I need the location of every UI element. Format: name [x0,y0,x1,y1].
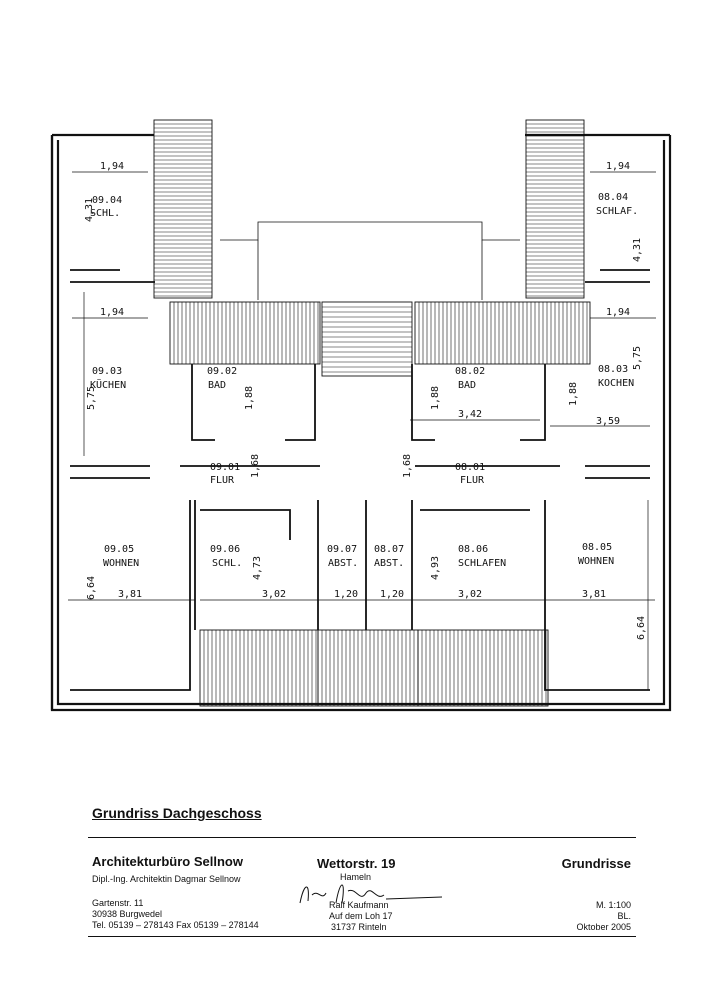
office-phone: Tel. 05139 – 278143 Fax 05139 – 278144 [92,920,259,930]
dim-label: 3,81 [582,589,606,600]
dim-label: 4,93 [430,556,441,580]
dim-label: 3,59 [596,416,620,427]
office-street: Gartenstr. 11 [92,898,144,908]
room-id: 09.07 [327,544,357,555]
title-block-rule-top [88,837,636,838]
room-id: 08.02 [455,366,485,377]
room-name: KÜCHEN [90,378,126,391]
room-id: 08.05 [582,542,612,553]
architect-name: Dipl.-Ing. Architektin Dagmar Sellnow [92,874,241,884]
room-name: WOHNEN [578,556,614,567]
project-address: Wettorstr. 19 [317,856,396,871]
drawing-title: Grundriss Dachgeschoss [92,805,262,821]
dim-label: 4,31 [84,198,95,222]
room-id: 08.07 [374,544,404,555]
sheet-number: BL. [617,911,631,921]
dim-label: 1,88 [430,386,441,410]
dim-label: 6,64 [636,616,647,640]
room-id: 08.03 [598,364,628,375]
dim-label: 3,81 [118,589,142,600]
dim-label: 3,42 [458,409,482,420]
room-name: BAD [458,380,476,391]
dim-label: 1,68 [250,454,261,478]
room-name: KOCHEN [598,378,634,389]
stair-hatching [154,123,588,706]
office-name: Architekturbüro Sellnow [92,854,243,869]
title-block-rule-bottom [88,936,636,937]
dim-label: 5,75 [86,386,97,410]
signature [299,884,443,904]
room-name: WOHNEN [103,558,139,569]
dimensions: 1,94 4,31 1,94 5,75 1,88 1,68 6,64 3,81 … [84,161,647,640]
roof-hatch-top-left [169,301,321,365]
room-id: 09.01 [210,462,240,473]
room-id: 09.03 [92,366,122,377]
room-name: FLUR [460,475,485,486]
room-name: SCHL. [212,558,242,569]
dim-label: 4,73 [252,556,263,580]
floor-plan: 09.04 SCHL. 09.03 KÜCHEN 09.02 BAD 09.01… [50,119,672,712]
dim-label: 1,68 [402,454,413,478]
room-id: 09.06 [210,544,240,555]
interior-walls-left [70,269,367,691]
rooms-right: 08.07 ABST. 08.06 SCHLAFEN 08.05 WOHNEN … [374,192,638,569]
room-name: ABST. [328,558,358,569]
interior-walls-right [411,269,650,691]
sheet-type: Grundrisse [561,856,631,871]
room-name: SCHL. [90,208,120,219]
dim-label: 3,02 [458,589,482,600]
project-city: Hameln [340,872,372,882]
dim-label: 5,75 [632,346,643,370]
dim-label: 1,94 [606,307,630,318]
room-name: BAD [208,380,226,391]
room-id: 08.04 [598,192,628,203]
room-id: 08.01 [455,462,485,473]
roof-hatch-top-right [414,301,591,365]
room-id: 09.04 [92,195,122,206]
dim-label: 6,64 [86,576,97,600]
room-id: 08.06 [458,544,488,555]
roof-outline [220,221,520,241]
dimension-lines [68,171,656,690]
roof-hatch-bottom-mid [317,629,419,707]
scale: M. 1:100 [595,900,631,910]
room-name: ABST. [374,558,404,569]
stair-center [321,301,413,377]
office-city: 30938 Burgwedel [92,909,163,919]
rooms-left: 09.04 SCHL. 09.03 KÜCHEN 09.02 BAD 09.01… [90,195,358,569]
dim-label: 1,20 [334,589,358,600]
client-name: Ralf Kaufmann [329,900,389,910]
date: Oktober 2005 [576,922,631,932]
outer-walls [50,133,672,712]
dim-label: 1,88 [568,382,579,406]
dim-label: 3,02 [262,589,286,600]
client-street: Auf dem Loh 17 [329,911,393,921]
dim-label: 4,31 [632,238,643,262]
stair-left [153,119,213,299]
roof-hatch-bottom-right [417,629,549,707]
dim-label: 1,88 [244,386,255,410]
room-name: FLUR [210,475,235,486]
dim-label: 1,94 [100,161,124,172]
room-name: SCHLAFEN [458,558,506,569]
room-id: 09.02 [207,366,237,377]
stair-right [525,119,585,299]
dim-label: 1,94 [100,307,124,318]
client-city: 31737 Rinteln [331,922,387,932]
room-name: SCHLAF. [596,206,638,217]
room-id: 09.05 [104,544,134,555]
dim-label: 1,94 [606,161,630,172]
dim-label: 1,20 [380,589,404,600]
